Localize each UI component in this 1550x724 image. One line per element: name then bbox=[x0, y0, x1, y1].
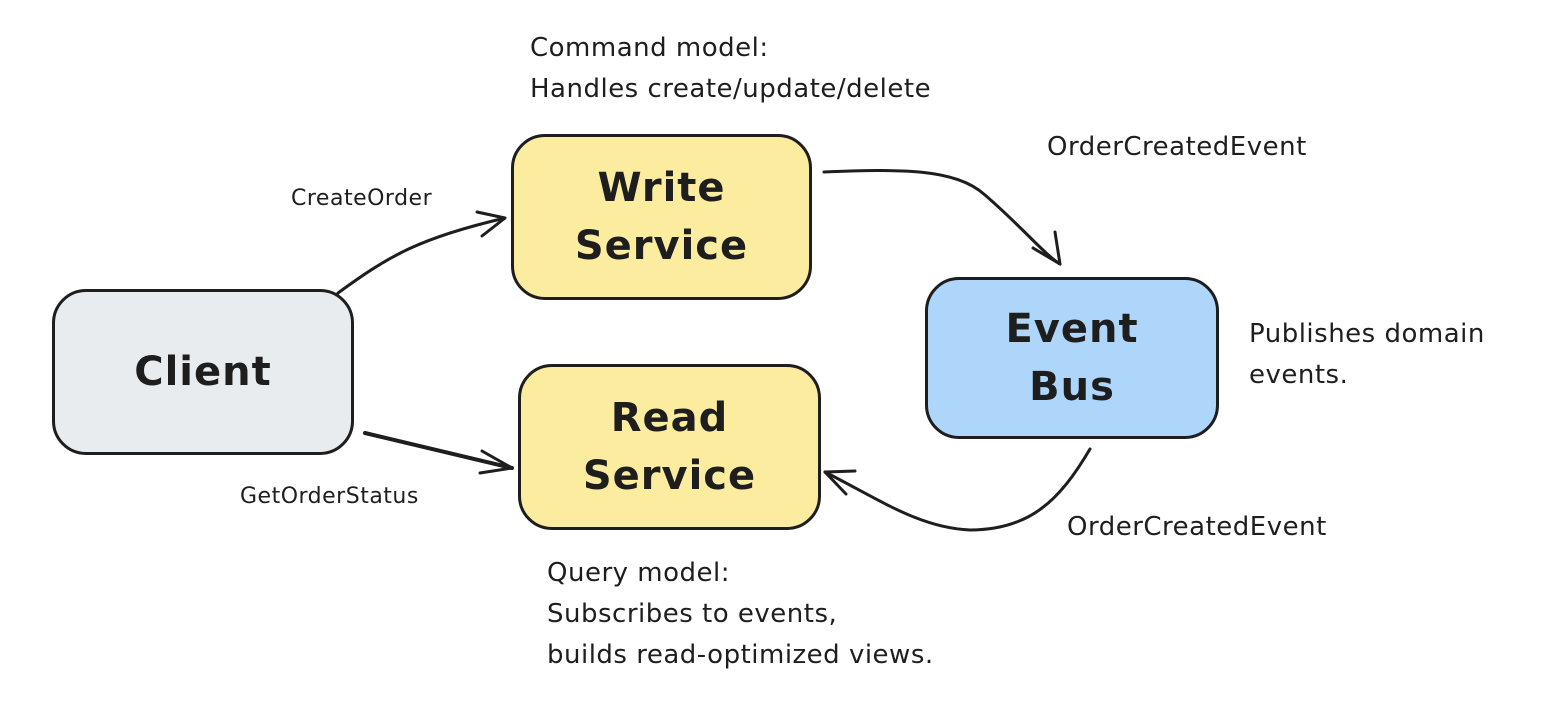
query-model-note-line3: builds read-optimized views. bbox=[547, 640, 934, 670]
edge-create-order[interactable] bbox=[336, 216, 507, 295]
read-service-node[interactable]: Read Service bbox=[518, 364, 821, 530]
edge-write-to-bus[interactable] bbox=[822, 169, 1062, 266]
event-bus-note-line2: events. bbox=[1249, 360, 1349, 390]
client-label: Client bbox=[134, 349, 272, 395]
arrowhead-icon bbox=[478, 449, 514, 475]
edge-label-get-order-status: GetOrderStatus bbox=[240, 484, 419, 509]
query-model-note-line1: Query model: bbox=[547, 558, 730, 588]
arrowhead-icon bbox=[823, 469, 857, 496]
event-bus-label-line2: Bus bbox=[1029, 364, 1115, 410]
arrowhead-icon bbox=[1031, 230, 1062, 266]
write-service-label-line2: Service bbox=[574, 223, 749, 269]
query-model-note-line2: Subscribes to events, bbox=[547, 599, 838, 629]
arrowhead-icon bbox=[475, 210, 507, 238]
edge-label-write-to-bus: OrderCreatedEvent bbox=[1047, 132, 1307, 162]
write-service-node[interactable]: Write Service bbox=[511, 134, 812, 300]
command-model-note-line1: Command model: bbox=[530, 33, 769, 63]
edge-get-order-status[interactable] bbox=[363, 431, 514, 470]
read-service-label-line2: Service bbox=[582, 453, 757, 499]
command-model-note-line2: Handles create/update/delete bbox=[530, 74, 932, 104]
event-bus-note: Publishes domain events. bbox=[1249, 314, 1485, 396]
query-model-note: Query model: Subscribes to events, build… bbox=[547, 553, 934, 676]
edge-label-create-order: CreateOrder bbox=[291, 186, 433, 211]
read-service-label-line1: Read bbox=[610, 395, 729, 441]
command-model-note: Command model: Handles create/update/del… bbox=[530, 28, 931, 110]
event-bus-note-line1: Publishes domain bbox=[1249, 319, 1485, 349]
edge-bus-to-read[interactable] bbox=[823, 447, 1092, 532]
edge-label-bus-to-read: OrderCreatedEvent bbox=[1067, 512, 1327, 542]
write-service-label-line1: Write bbox=[597, 165, 726, 211]
client-node[interactable]: Client bbox=[52, 289, 354, 455]
event-bus-node[interactable]: Event Bus bbox=[925, 277, 1219, 439]
event-bus-label-line1: Event bbox=[1005, 306, 1139, 352]
